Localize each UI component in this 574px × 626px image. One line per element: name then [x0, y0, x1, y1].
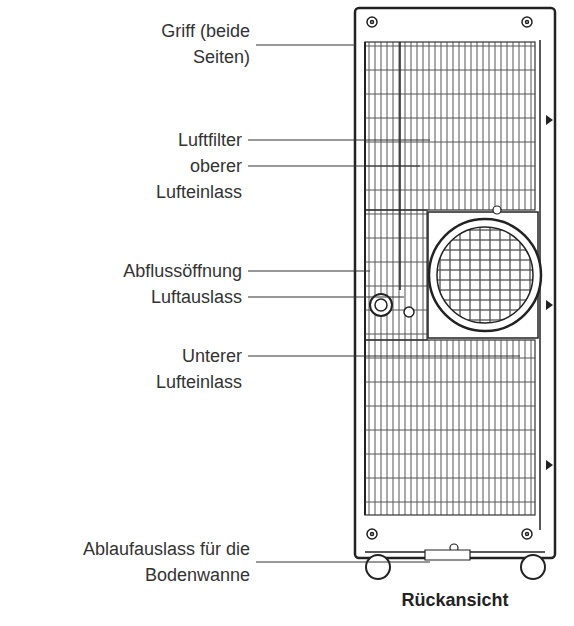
part-label: Abflussöffnung	[82, 258, 242, 284]
part-label: oberer Lufteinlass	[132, 153, 242, 205]
part-label: Griff (beide Seiten)	[130, 18, 250, 70]
view-caption: Rückansicht	[355, 590, 555, 611]
part-label: Luftfilter	[92, 127, 242, 153]
part-label: Unterer Lufteinlass	[132, 343, 242, 395]
part-label: Luftauslass	[102, 284, 242, 310]
part-label: Ablaufauslass für die Bodenwanne	[80, 536, 250, 588]
